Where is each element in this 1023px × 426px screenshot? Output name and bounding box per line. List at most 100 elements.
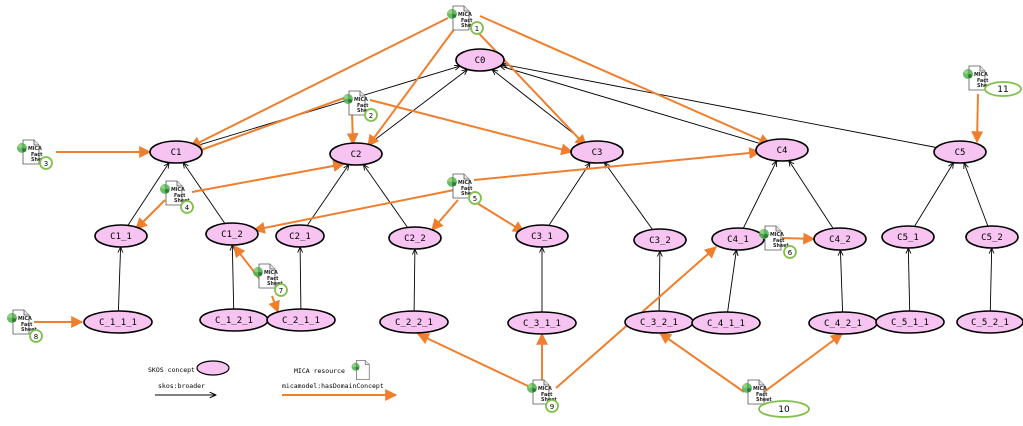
concept-node-C1[interactable]: C1 (149, 140, 203, 164)
concept-label: C2_1 (289, 232, 311, 242)
concept-node-C5_1[interactable]: C5_1 (881, 225, 935, 249)
fact-sheet-text: Sheet (461, 23, 477, 29)
concept-node-C5_2[interactable]: C5_2 (965, 225, 1019, 249)
concept-node-C4_2[interactable]: C4_2 (813, 227, 867, 251)
concept-node-C_3_1_1[interactable]: C_3_1_1 (507, 311, 577, 335)
concept-node-C2_1[interactable]: C2_1 (275, 224, 325, 248)
resource-badge-number: 3 (44, 160, 48, 168)
concept-label: C2_2 (404, 234, 426, 244)
concept-ellipse (633, 228, 687, 252)
domain-edge-R5-to-C1_2 (252, 189, 455, 234)
concept-label: C_1_1_1 (99, 318, 137, 328)
fact-sheet-text: Fact (773, 238, 785, 244)
concept-label: C_5_1_1 (891, 318, 929, 328)
broader-edge-C4-to-C0 (500, 66, 761, 145)
concept-ellipse (329, 142, 383, 166)
concept-node-C4_1[interactable]: C4_1 (711, 227, 765, 251)
resource-badge: 6 (783, 245, 797, 259)
domain-edge-R10-to-C_3_2_1 (659, 332, 745, 393)
mica-resource-9[interactable]: MICAFactSheet9 (526, 379, 559, 413)
concept-node-C_3_2_1[interactable]: C_3_2_1 (624, 310, 694, 334)
concept-node-C_2_2_1[interactable]: C_2_2_1 (379, 310, 449, 334)
resource-badge-number: 1 (475, 25, 479, 33)
fact-sheet-text: Fact (21, 322, 33, 328)
domain-edge-R10-to-C_4_2_1 (763, 333, 843, 393)
resource-badge-number: 4 (185, 204, 190, 212)
concept-ellipse (956, 310, 1023, 334)
concept-ellipse (875, 310, 945, 334)
domain-edge-R7-to-C_2_1_1 (268, 295, 280, 314)
broader-edge-C_1_2_1-to-C1_2 (232, 245, 233, 310)
legend-concept-swatch (196, 360, 230, 376)
domain-edge-R1-to-C4 (479, 15, 772, 146)
concept-node-C1_2[interactable]: C1_2 (205, 222, 259, 246)
mica-icon-text: MICA (538, 386, 552, 392)
concept-node-C3_2[interactable]: C3_2 (633, 228, 687, 252)
broader-edge-C2_1-to-C2 (306, 165, 349, 226)
broader-edge-C4_1-to-C4 (742, 161, 776, 229)
broader-edge-C_4_1_1-to-C4_1 (727, 250, 737, 313)
concept-ellipse (933, 140, 987, 164)
concept-ellipse (266, 308, 336, 332)
mica-icon-text: MICA (753, 386, 767, 392)
broader-edge-C2_2-to-C2 (363, 165, 408, 228)
broader-edge-C1_1-to-C1 (127, 163, 169, 226)
mica-icon-text: MICA (18, 316, 32, 322)
concept-node-C4[interactable]: C4 (755, 138, 809, 162)
concept-node-C3[interactable]: C3 (570, 140, 624, 164)
concept-label: C3_2 (649, 236, 671, 246)
concept-label: C0 (475, 56, 486, 66)
resource-badge-number: 11 (997, 85, 1008, 95)
concept-ellipse (94, 224, 148, 248)
concept-node-C_1_1_1[interactable]: C_1_1_1 (83, 310, 153, 334)
resource-badge: 4 (180, 200, 194, 214)
domain-edge-R9-to-C_2_2_1 (416, 333, 529, 387)
concept-node-C_5_2_1[interactable]: C_5_2_1 (956, 310, 1023, 334)
concept-node-C_2_1_1[interactable]: C_2_1_1 (266, 308, 336, 332)
concept-label: C2 (351, 150, 362, 160)
broader-edge-C_2_2_1-to-C2_2 (414, 249, 415, 312)
concept-node-C0[interactable]: C0 (455, 48, 505, 72)
mica-icon-text: MICA (458, 12, 472, 18)
concept-node-C1_1[interactable]: C1_1 (94, 224, 148, 248)
mica-icon-text: MICA (28, 146, 42, 152)
concept-node-C_5_1_1[interactable]: C_5_1_1 (875, 310, 945, 334)
domain-edge-R11-to-C5 (971, 93, 984, 144)
concept-label: C_2_2_1 (395, 318, 433, 328)
concept-node-C_1_2_1[interactable]: C_1_2_1 (199, 308, 269, 332)
concept-node-C2[interactable]: C2 (329, 142, 383, 166)
concept-ellipse (515, 224, 569, 248)
concept-label: C1_1 (110, 232, 132, 242)
fact-sheet-text: Sheet (756, 397, 772, 403)
resource-badge: 2 (364, 108, 378, 122)
concept-node-C5[interactable]: C5 (933, 140, 987, 164)
broader-edge-C_4_2_1-to-C4_2 (840, 250, 842, 313)
concept-node-C2_2[interactable]: C2_2 (388, 226, 442, 250)
resource-badge: 5 (468, 191, 482, 205)
domain-edge-R5-to-C4 (473, 147, 762, 181)
resource-badge: 3 (39, 156, 53, 170)
concept-node-C_4_1_1[interactable]: C_4_1_1 (691, 311, 761, 335)
broader-edge-C_2_1_1-to-C2_1 (300, 247, 301, 310)
domain-edge-R5-to-C3_1 (471, 199, 526, 233)
concept-node-C_4_2_1[interactable]: C_4_2_1 (808, 311, 878, 335)
domain-edge-R2-to-C2 (346, 111, 359, 146)
concept-node-C3_1[interactable]: C3_1 (515, 224, 569, 248)
concept-ellipse (388, 226, 442, 250)
